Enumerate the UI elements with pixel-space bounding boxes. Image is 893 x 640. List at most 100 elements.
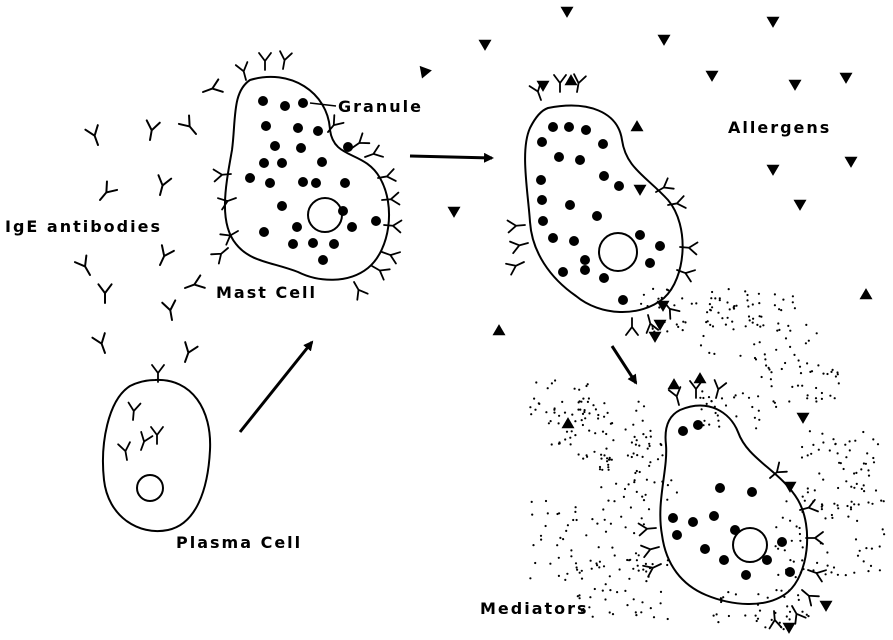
mediator-dot xyxy=(872,438,874,440)
mediator-dot xyxy=(853,487,855,489)
mediator-dot xyxy=(732,328,734,330)
mediator-dot xyxy=(709,303,711,305)
mediator-dot xyxy=(837,504,839,506)
mediator-dot xyxy=(676,323,678,325)
mediator-dot xyxy=(661,454,663,456)
mediator-dot xyxy=(800,372,802,374)
mediator-dot xyxy=(611,459,613,461)
granule-label: Granule xyxy=(338,97,423,116)
granule-dot xyxy=(311,178,321,188)
mediator-dot xyxy=(710,400,712,402)
mediator-dot xyxy=(817,364,819,366)
mediator-dot xyxy=(735,394,737,396)
mediator-dot xyxy=(719,299,721,301)
mediator-dot xyxy=(633,532,635,534)
mediator-dot xyxy=(777,574,779,576)
granule-dot xyxy=(747,487,757,497)
mediator-dot xyxy=(786,605,788,607)
mediator-dot xyxy=(640,303,642,305)
mediator-dot xyxy=(831,514,833,516)
mediator-dot xyxy=(600,458,602,460)
mediator-dot xyxy=(830,371,832,373)
mediator-dot xyxy=(726,301,728,303)
mediator-dot xyxy=(578,453,580,455)
granule-dot xyxy=(537,137,547,147)
mediator-dot xyxy=(849,440,851,442)
mediator-dot xyxy=(807,394,809,396)
mediator-dot xyxy=(576,519,578,521)
granule-dot xyxy=(715,483,725,493)
mediator-dot xyxy=(599,468,601,470)
mast-cell-receptor xyxy=(363,146,383,163)
mediator-dot xyxy=(714,406,716,408)
mediator-dot xyxy=(788,400,790,402)
granule-dot xyxy=(329,239,339,249)
mediator-dot xyxy=(706,403,708,405)
degranulating-receptor xyxy=(798,585,819,605)
mediator-dot xyxy=(767,597,769,599)
mediator-dot xyxy=(853,503,855,505)
mediator-dot xyxy=(785,573,787,575)
allergen-triangle xyxy=(493,324,506,335)
ige-antibody xyxy=(154,175,172,196)
granule-dot xyxy=(265,178,275,188)
degranulating-receptor xyxy=(710,380,726,400)
mediator-dot xyxy=(843,468,845,470)
mediator-dot xyxy=(845,574,847,576)
mediator-dot xyxy=(650,607,652,609)
mediator-dot xyxy=(871,503,873,505)
mediator-dot xyxy=(850,486,852,488)
mediator-dot xyxy=(706,311,708,313)
mediator-dot xyxy=(670,479,672,481)
mediator-dot xyxy=(768,368,770,370)
mediator-dot xyxy=(859,550,861,552)
mediator-dot xyxy=(762,324,764,326)
mediator-dot xyxy=(649,461,651,463)
mast-cell-receptor xyxy=(218,192,238,209)
mediator-dot xyxy=(601,469,603,471)
mediator-dot xyxy=(666,564,668,566)
allergen-triangle xyxy=(448,207,461,218)
mediator-dot xyxy=(807,454,809,456)
allergen-triangle xyxy=(658,35,671,46)
mediator-dot xyxy=(604,598,606,600)
mediator-dot xyxy=(746,299,748,301)
mediator-dot xyxy=(582,424,584,426)
mediator-dot xyxy=(867,501,869,503)
mediator-dot xyxy=(825,573,827,575)
mediator-dot xyxy=(853,572,855,574)
mediator-dot xyxy=(759,341,761,343)
granule-dot xyxy=(672,530,682,540)
granule-dot xyxy=(598,139,608,149)
plasma-antibody xyxy=(118,442,133,461)
mediator-dot xyxy=(774,293,776,295)
mediator-dot xyxy=(572,519,574,521)
mediator-dot xyxy=(854,440,856,442)
mediator-dot xyxy=(815,400,817,402)
mediator-dot xyxy=(807,615,809,617)
mediator-dot xyxy=(702,424,704,426)
mediator-dot xyxy=(791,540,793,542)
granule-dot xyxy=(308,238,318,248)
mediator-dot xyxy=(564,438,566,440)
mediator-dot xyxy=(784,549,786,551)
mediator-dot xyxy=(658,306,660,308)
mediator-dot xyxy=(587,383,589,385)
mediator-dot xyxy=(829,395,831,397)
mediator-dot xyxy=(806,397,808,399)
mediator-dot xyxy=(634,436,636,438)
mediator-dot xyxy=(770,378,772,380)
mediator-dot xyxy=(615,483,617,485)
mediator-dot xyxy=(780,626,782,628)
mediator-dot xyxy=(700,344,702,346)
mediator-dot xyxy=(691,303,693,305)
mediator-dot xyxy=(777,548,779,550)
mediator-dot xyxy=(858,503,860,505)
mediator-dot xyxy=(577,409,579,411)
mediator-dot xyxy=(776,330,778,332)
mediator-dot xyxy=(585,534,587,536)
allergen-triangle xyxy=(631,120,644,131)
mediator-dot xyxy=(642,569,644,571)
mediator-dot xyxy=(827,565,829,567)
granule-dot xyxy=(575,155,585,165)
